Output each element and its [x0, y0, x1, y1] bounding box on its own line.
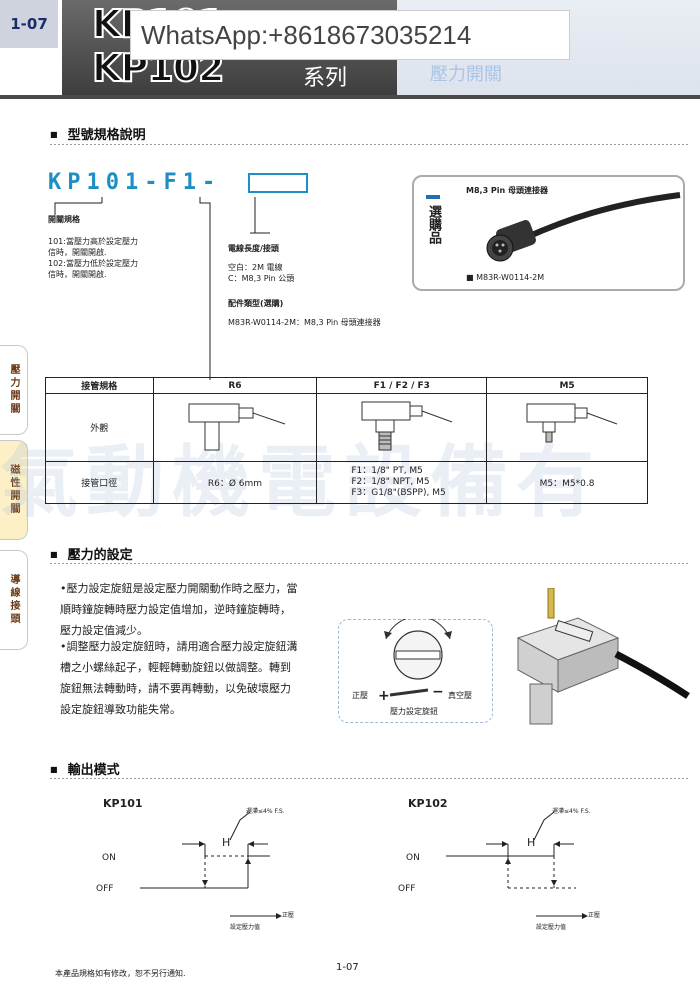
code-port: F1	[163, 170, 202, 195]
header-subtitle: 壓力開關	[430, 64, 502, 85]
row-label-appearance: 外觀	[45, 393, 154, 462]
switch-spec-line: 信時，開關開啟.	[48, 248, 107, 257]
section-divider	[50, 778, 690, 779]
f-sensor-image	[361, 401, 452, 451]
kp102-axis-label: 正壓	[588, 912, 601, 919]
contact-overlay: WhatsApp:+8618673035214	[130, 10, 570, 60]
wire-line: C：M8,3 Pin 公頭	[228, 274, 295, 283]
setting-line: 設定旋鈕導致功能失常。	[60, 703, 181, 716]
m5-sensor-image	[526, 403, 618, 443]
kp102-h-label: H	[527, 836, 536, 849]
wire-list: 空白：2M 電線 C：M8,3 Pin 公頭	[228, 262, 294, 284]
kp102-axis-caption: 設定壓力值	[536, 924, 567, 931]
port-f-series: F1：1/8" PT, M5 F2：1/8" NPT, M5 F3：G1/8"(…	[316, 461, 488, 504]
model-code: KP101-F1-	[48, 170, 221, 195]
side-tab-pressure-switch[interactable]: 壓力開關	[0, 345, 28, 435]
table-header-cell: F1 / F2 / F3	[316, 377, 488, 394]
table-row: 外觀	[45, 393, 648, 462]
section-title-model: 型號規格說明	[50, 124, 146, 143]
dial-left-label: 正壓	[352, 691, 368, 700]
series-label: 系列	[303, 66, 348, 91]
accessory-line: M83R-W0114-2M：M8,3 Pin 母頭連接器	[228, 318, 381, 327]
appearance-r6	[152, 393, 318, 462]
header-rule	[0, 95, 700, 99]
code-model: KP101	[48, 170, 145, 195]
footer-note: 本產品規格如有修改，恕不另行通知.	[55, 969, 186, 978]
switch-spec-line: 信時，開關開啟.	[48, 270, 107, 279]
kp102-output-diagram	[446, 811, 588, 919]
connector-cable-image	[486, 192, 681, 262]
side-tab-label: 壓力開關	[8, 364, 19, 416]
side-tab-magnetic-switch[interactable]: 磁性開關	[0, 440, 28, 540]
kp102-off-label: OFF	[398, 884, 416, 894]
kp101-axis-caption: 設定壓力值	[230, 924, 261, 931]
kp101-label: KP101	[103, 797, 143, 810]
pressure-switch-photo	[516, 588, 690, 725]
table-header-cell: 接管規格	[45, 377, 154, 394]
option-marker	[426, 195, 440, 199]
kp101-hysteresis-note: 遲滯≤4% F.S.	[246, 808, 285, 815]
kp102-label: KP102	[408, 797, 448, 810]
port-m5: M5：M5*0.8	[486, 461, 648, 504]
accessory-title: 配件類型(選購)	[228, 299, 284, 308]
side-tab-label: 導線接頭	[8, 574, 19, 626]
kp101-axis-label: 正壓	[282, 912, 295, 919]
appearance-f-series	[316, 393, 488, 462]
switch-spec-list: 101:當壓力高於設定壓力 信時，開關開啟. 102:當壓力低於設定壓力 信時，…	[48, 236, 138, 280]
option-label: 選購品	[426, 205, 441, 244]
dial-plus: +	[378, 688, 390, 704]
pressure-dial-diagram	[384, 619, 452, 697]
setting-line: 槽之小螺絲起子，輕輕轉動旋鈕以做調整。轉到	[60, 661, 291, 674]
optional-accessory-box	[412, 175, 685, 291]
dial-caption: 壓力設定旋鈕	[390, 707, 438, 716]
side-tab-label: 磁性開關	[8, 464, 19, 516]
switch-spec-line: 102:當壓力低於設定壓力	[48, 259, 138, 268]
fitting-spec-table: 接管規格 R6 F1 / F2 / F3 M5 外觀	[45, 377, 648, 504]
setting-line: 旋鈕無法轉動時，請不要再轉動，以免破壞壓力	[60, 682, 291, 695]
dial-minus: −	[432, 684, 444, 700]
option-part-number: ■ M83R-W0114-2M	[466, 273, 545, 282]
code-leader-lines	[54, 197, 270, 380]
code-blank-box	[248, 173, 308, 193]
table-row: 接管口徑 R6：Ø 6mm F1：1/8" PT, M5 F2：1/8" NPT…	[45, 461, 648, 504]
wire-line: 空白：2M 電線	[228, 263, 283, 272]
setting-paragraph-2: •調整壓力設定旋鈕時，請用適合壓力設定旋鈕溝 槽之小螺絲起子，輕輕轉動旋鈕以做調…	[60, 636, 298, 720]
port-r6: R6：Ø 6mm	[152, 461, 318, 504]
appearance-m5	[486, 393, 648, 462]
setting-line: •壓力設定旋鈕是設定壓力開關動作時之壓力，當	[60, 582, 298, 595]
setting-line: 順時鐘旋轉時壓力設定值增加，逆時鐘旋轉時，	[60, 603, 291, 616]
wire-title: 電線長度/接頭	[228, 244, 279, 253]
table-header-cell: M5	[486, 377, 648, 394]
code-dash: -	[201, 170, 222, 195]
side-tab-connector[interactable]: 導線接頭	[0, 550, 28, 650]
dial-right-label: 真空壓	[448, 691, 472, 700]
setting-paragraph-1: •壓力設定旋鈕是設定壓力開關動作時之壓力，當 順時鐘旋轉時壓力設定值增加，逆時鐘…	[60, 578, 298, 641]
kp101-output-diagram	[140, 811, 282, 919]
section-divider	[50, 144, 690, 145]
kp101-h-label: H	[222, 836, 231, 849]
section-title-setting: 壓力的設定	[50, 544, 133, 563]
setting-line: •調整壓力設定旋鈕時，請用適合壓力設定旋鈕溝	[60, 640, 298, 653]
switch-spec-line: 101:當壓力高於設定壓力	[48, 237, 138, 246]
kp102-hysteresis-note: 遲滯≤4% F.S.	[552, 808, 591, 815]
table-header-cell: R6	[152, 377, 318, 394]
kp101-off-label: OFF	[96, 884, 114, 894]
footer-page-number: 1-07	[336, 962, 359, 973]
r6-sensor-image	[188, 403, 286, 451]
switch-spec-title: 開關規格	[48, 215, 80, 224]
table-header-row: 接管規格 R6 F1 / F2 / F3 M5	[45, 377, 648, 394]
page-number-tab: 1-07	[0, 0, 60, 48]
kp102-on-label: ON	[406, 853, 420, 863]
kp101-on-label: ON	[102, 853, 116, 863]
row-label-port: 接管口徑	[45, 461, 154, 504]
option-caption: M8,3 Pin 母頭連接器	[466, 186, 549, 195]
code-dash: -	[144, 170, 164, 195]
section-title-output: 輸出模式	[50, 759, 120, 778]
setting-line: 壓力設定值減少。	[60, 624, 148, 637]
section-divider	[50, 563, 690, 564]
